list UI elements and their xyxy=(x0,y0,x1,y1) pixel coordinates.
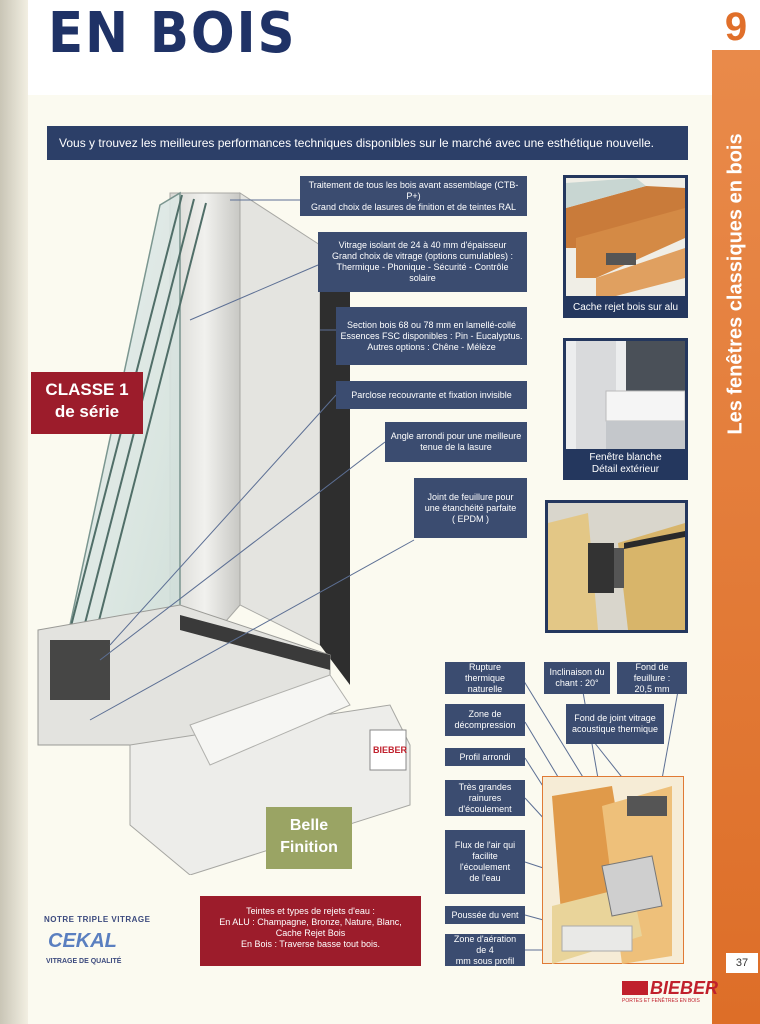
cekal-arc-text: NOTRE TRIPLE VITRAGE xyxy=(44,915,151,924)
white-window-image xyxy=(566,341,685,449)
chapter-sidebar xyxy=(712,50,760,1024)
wood-alu-sill-image xyxy=(566,178,685,296)
classe-badge-title: CLASSE 1 xyxy=(45,380,129,399)
classe-badge: CLASSE 1 de série xyxy=(31,372,143,434)
photo-cache-rejet: Cache rejet bois sur alu xyxy=(563,175,688,318)
page-number: 37 xyxy=(726,953,758,973)
callout-glazing: Vitrage isolant de 24 à 40 mm d'épaisseu… xyxy=(318,232,527,292)
classe-badge-subtitle: de série xyxy=(54,402,120,421)
callout-wind-pressure: Poussée du vent xyxy=(445,906,525,924)
page-title: EN BOIS xyxy=(48,1,297,66)
callout-thermal-break: Rupture thermique naturelle xyxy=(445,662,525,694)
photo-hardware xyxy=(545,500,688,633)
chapter-number: 9 xyxy=(724,5,748,49)
callout-rounded-profile: Profil arrondi xyxy=(445,748,525,766)
hinge-hardware-image xyxy=(548,503,685,630)
finish-badge-line2: Finition xyxy=(280,839,338,856)
callout-rebate-seal: Joint de feuillure pour une étanchéité p… xyxy=(414,478,527,538)
finish-badge: Belle Finition xyxy=(266,807,352,869)
callout-drainage-grooves: Très grandes rainures d'écoulement xyxy=(445,780,525,816)
photo-cache-rejet-caption: Cache rejet bois sur alu xyxy=(572,302,679,313)
callout-decompression: Zone de décompression xyxy=(445,704,525,736)
photo-white-window-caption: Fenêtre blanche Détail extérieur xyxy=(589,452,662,475)
callout-rounded-angle: Angle arrondi pour une meilleure tenue d… xyxy=(385,422,527,462)
callout-inclination: Inclinaison du chant : 20° xyxy=(544,662,610,694)
callout-rebate-depth: Fond de feuillure : 20,5 mm xyxy=(617,662,687,694)
photo-white-window: Fenêtre blanche Détail extérieur xyxy=(563,338,688,480)
callout-treatment: Traitement de tous les bois avant assemb… xyxy=(300,176,527,216)
bieber-name: BIEBER xyxy=(650,978,719,998)
callout-air-flow: Flux de l'air qui facilite l'écoulement … xyxy=(445,830,525,894)
bieber-tagline: PORTES ET FENÊTRES EN BOIS xyxy=(622,998,700,1004)
callout-acoustic-seal: Fond de joint vitrage acoustique thermiq… xyxy=(566,704,664,744)
callout-wood-section: Section bois 68 ou 78 mm en lamellé-coll… xyxy=(336,307,527,365)
header-band xyxy=(0,0,760,95)
wood-section-diagram xyxy=(542,776,684,964)
callout-glazing-bead: Parclose recouvrante et fixation invisib… xyxy=(336,381,527,409)
water-deflector-info: Teintes et types de rejets d'eau : En AL… xyxy=(200,896,421,966)
finish-badge-line1: Belle xyxy=(289,817,329,834)
svg-text:BIEBER: BIEBER xyxy=(373,745,408,755)
cekal-subtitle: VITRAGE DE QUALITÉ xyxy=(46,958,122,965)
bieber-mark-icon xyxy=(622,981,648,995)
cekal-name: CEKAL xyxy=(48,930,117,952)
bieber-logo: BIEBER PORTES ET FENÊTRES EN BOIS xyxy=(620,978,740,1008)
page-gutter xyxy=(0,0,28,1024)
callout-ventilation: Zone d'aération de 4 mm sous profil xyxy=(445,934,525,966)
intro-banner: Vous y trouvez les meilleures performanc… xyxy=(47,126,688,160)
